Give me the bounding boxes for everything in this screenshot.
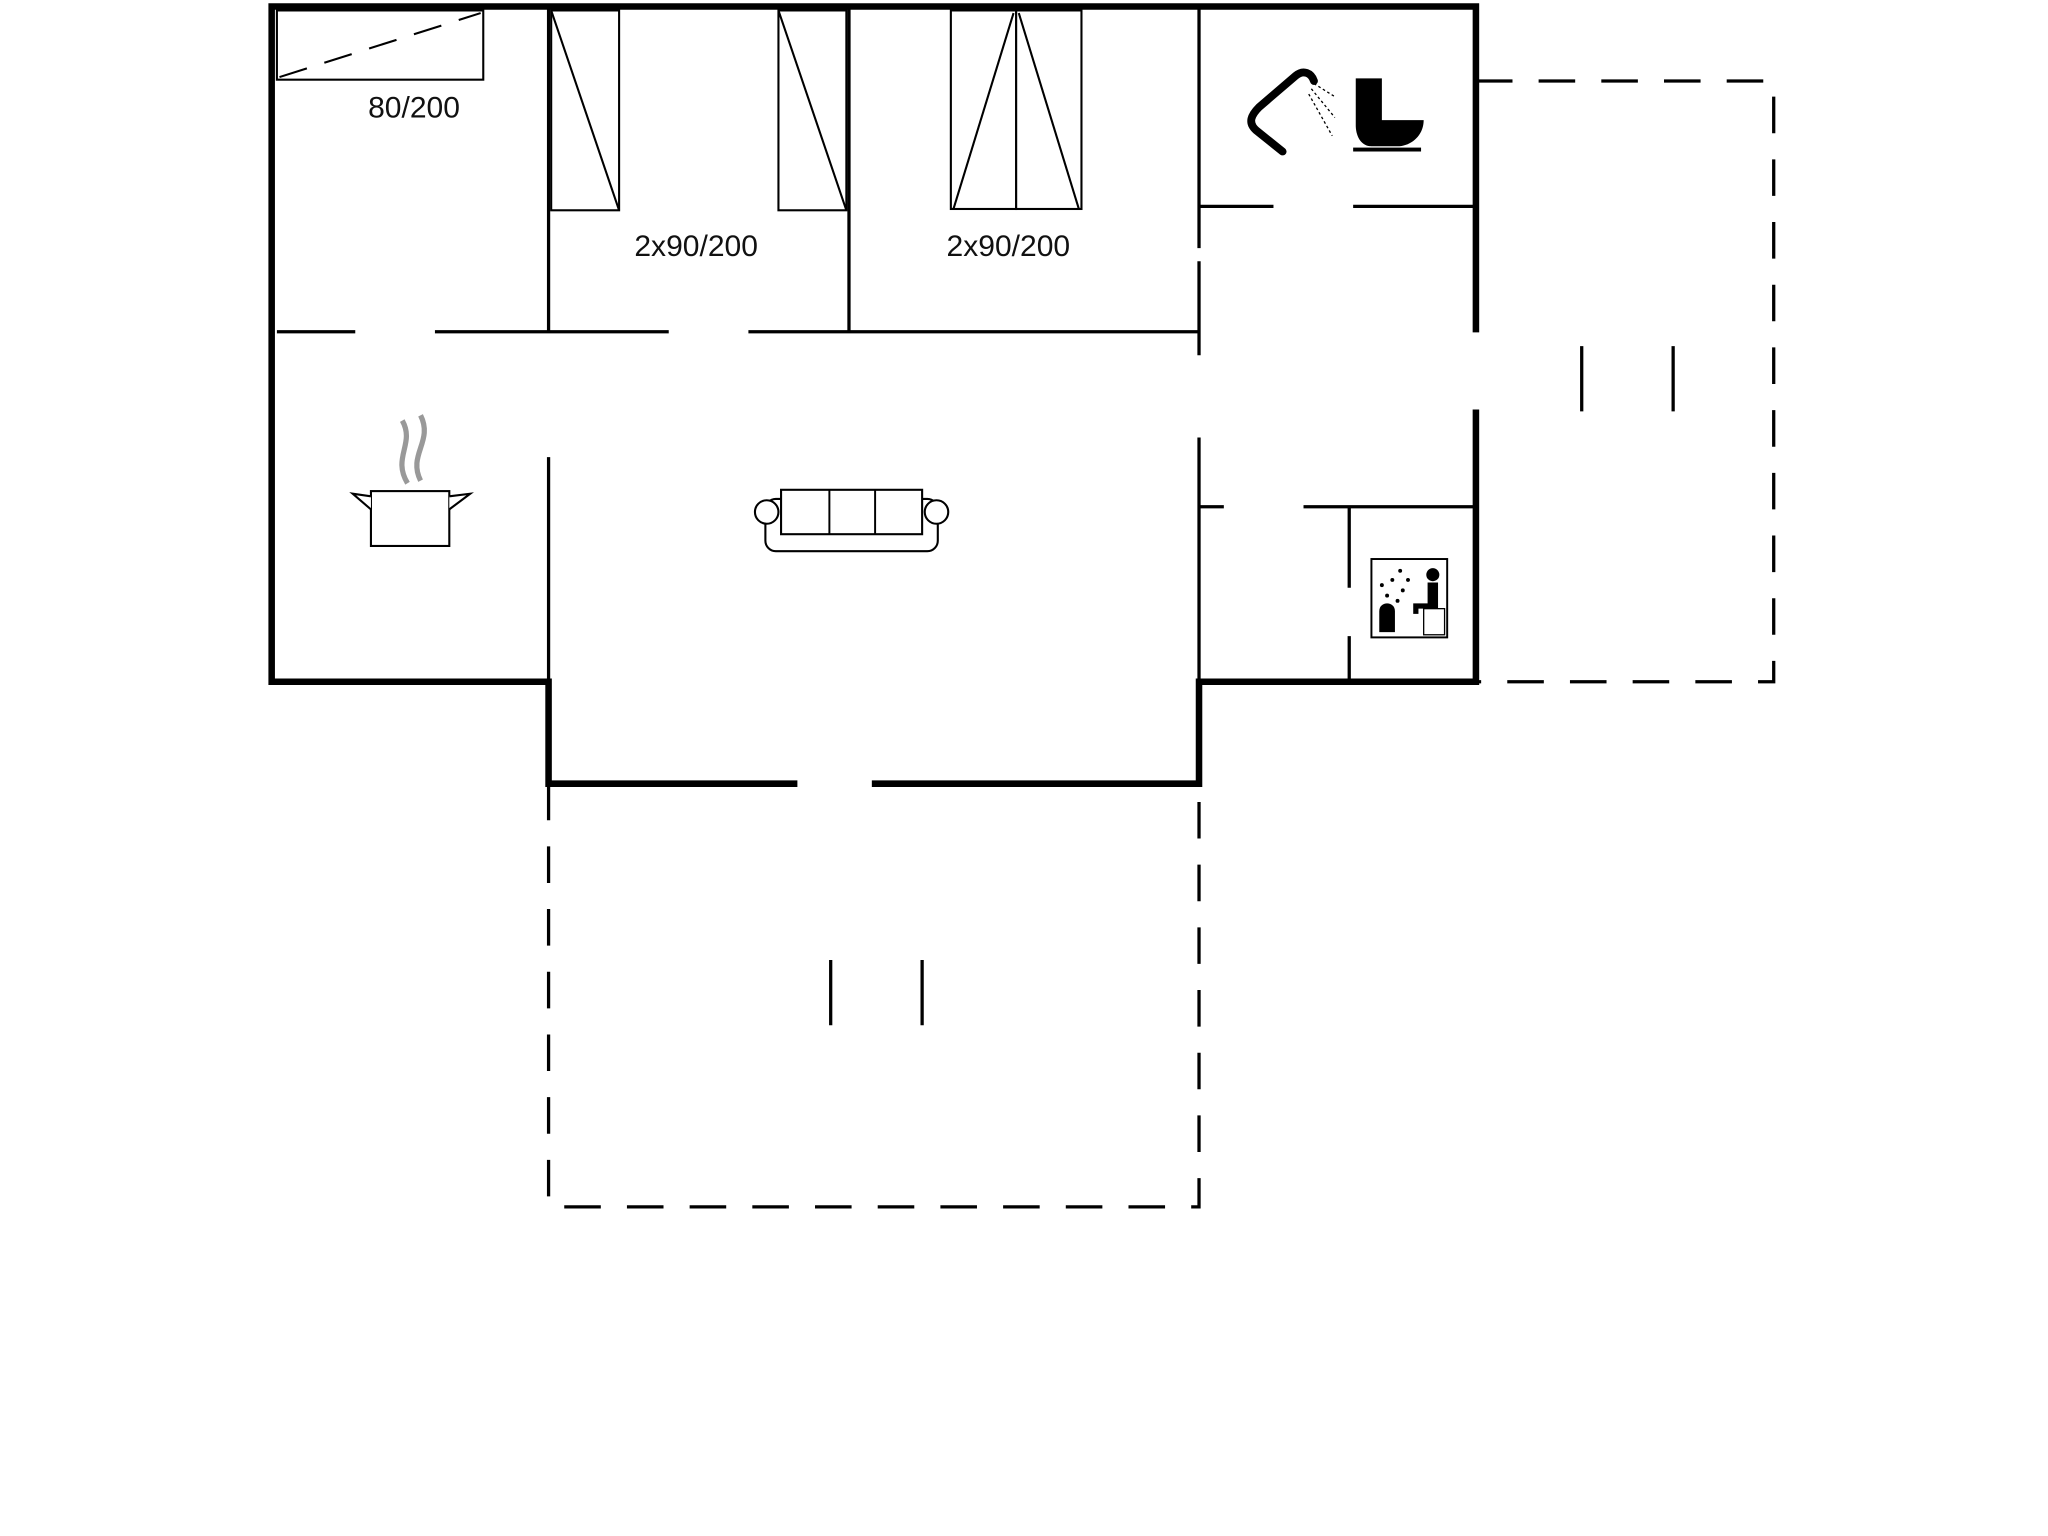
bed-twin-2: 2x90/200 (947, 9, 1083, 263)
shower-icon (1247, 68, 1336, 156)
bed-twin-1: 2x90/200 (550, 9, 848, 263)
bed-label: 2x90/200 (634, 230, 758, 263)
kitchen-pot-icon (349, 414, 474, 548)
bed-single: 80/200 (275, 9, 485, 125)
step-marks (829, 346, 1675, 1026)
terraces (546, 79, 1776, 1209)
bed-label: 80/200 (368, 92, 460, 125)
sauna-icon (1370, 558, 1449, 639)
bed-label: 2x90/200 (947, 230, 1071, 263)
sofa-icon (753, 488, 950, 553)
interior-walls (276, 6, 1476, 682)
toilet-icon (1353, 78, 1424, 152)
